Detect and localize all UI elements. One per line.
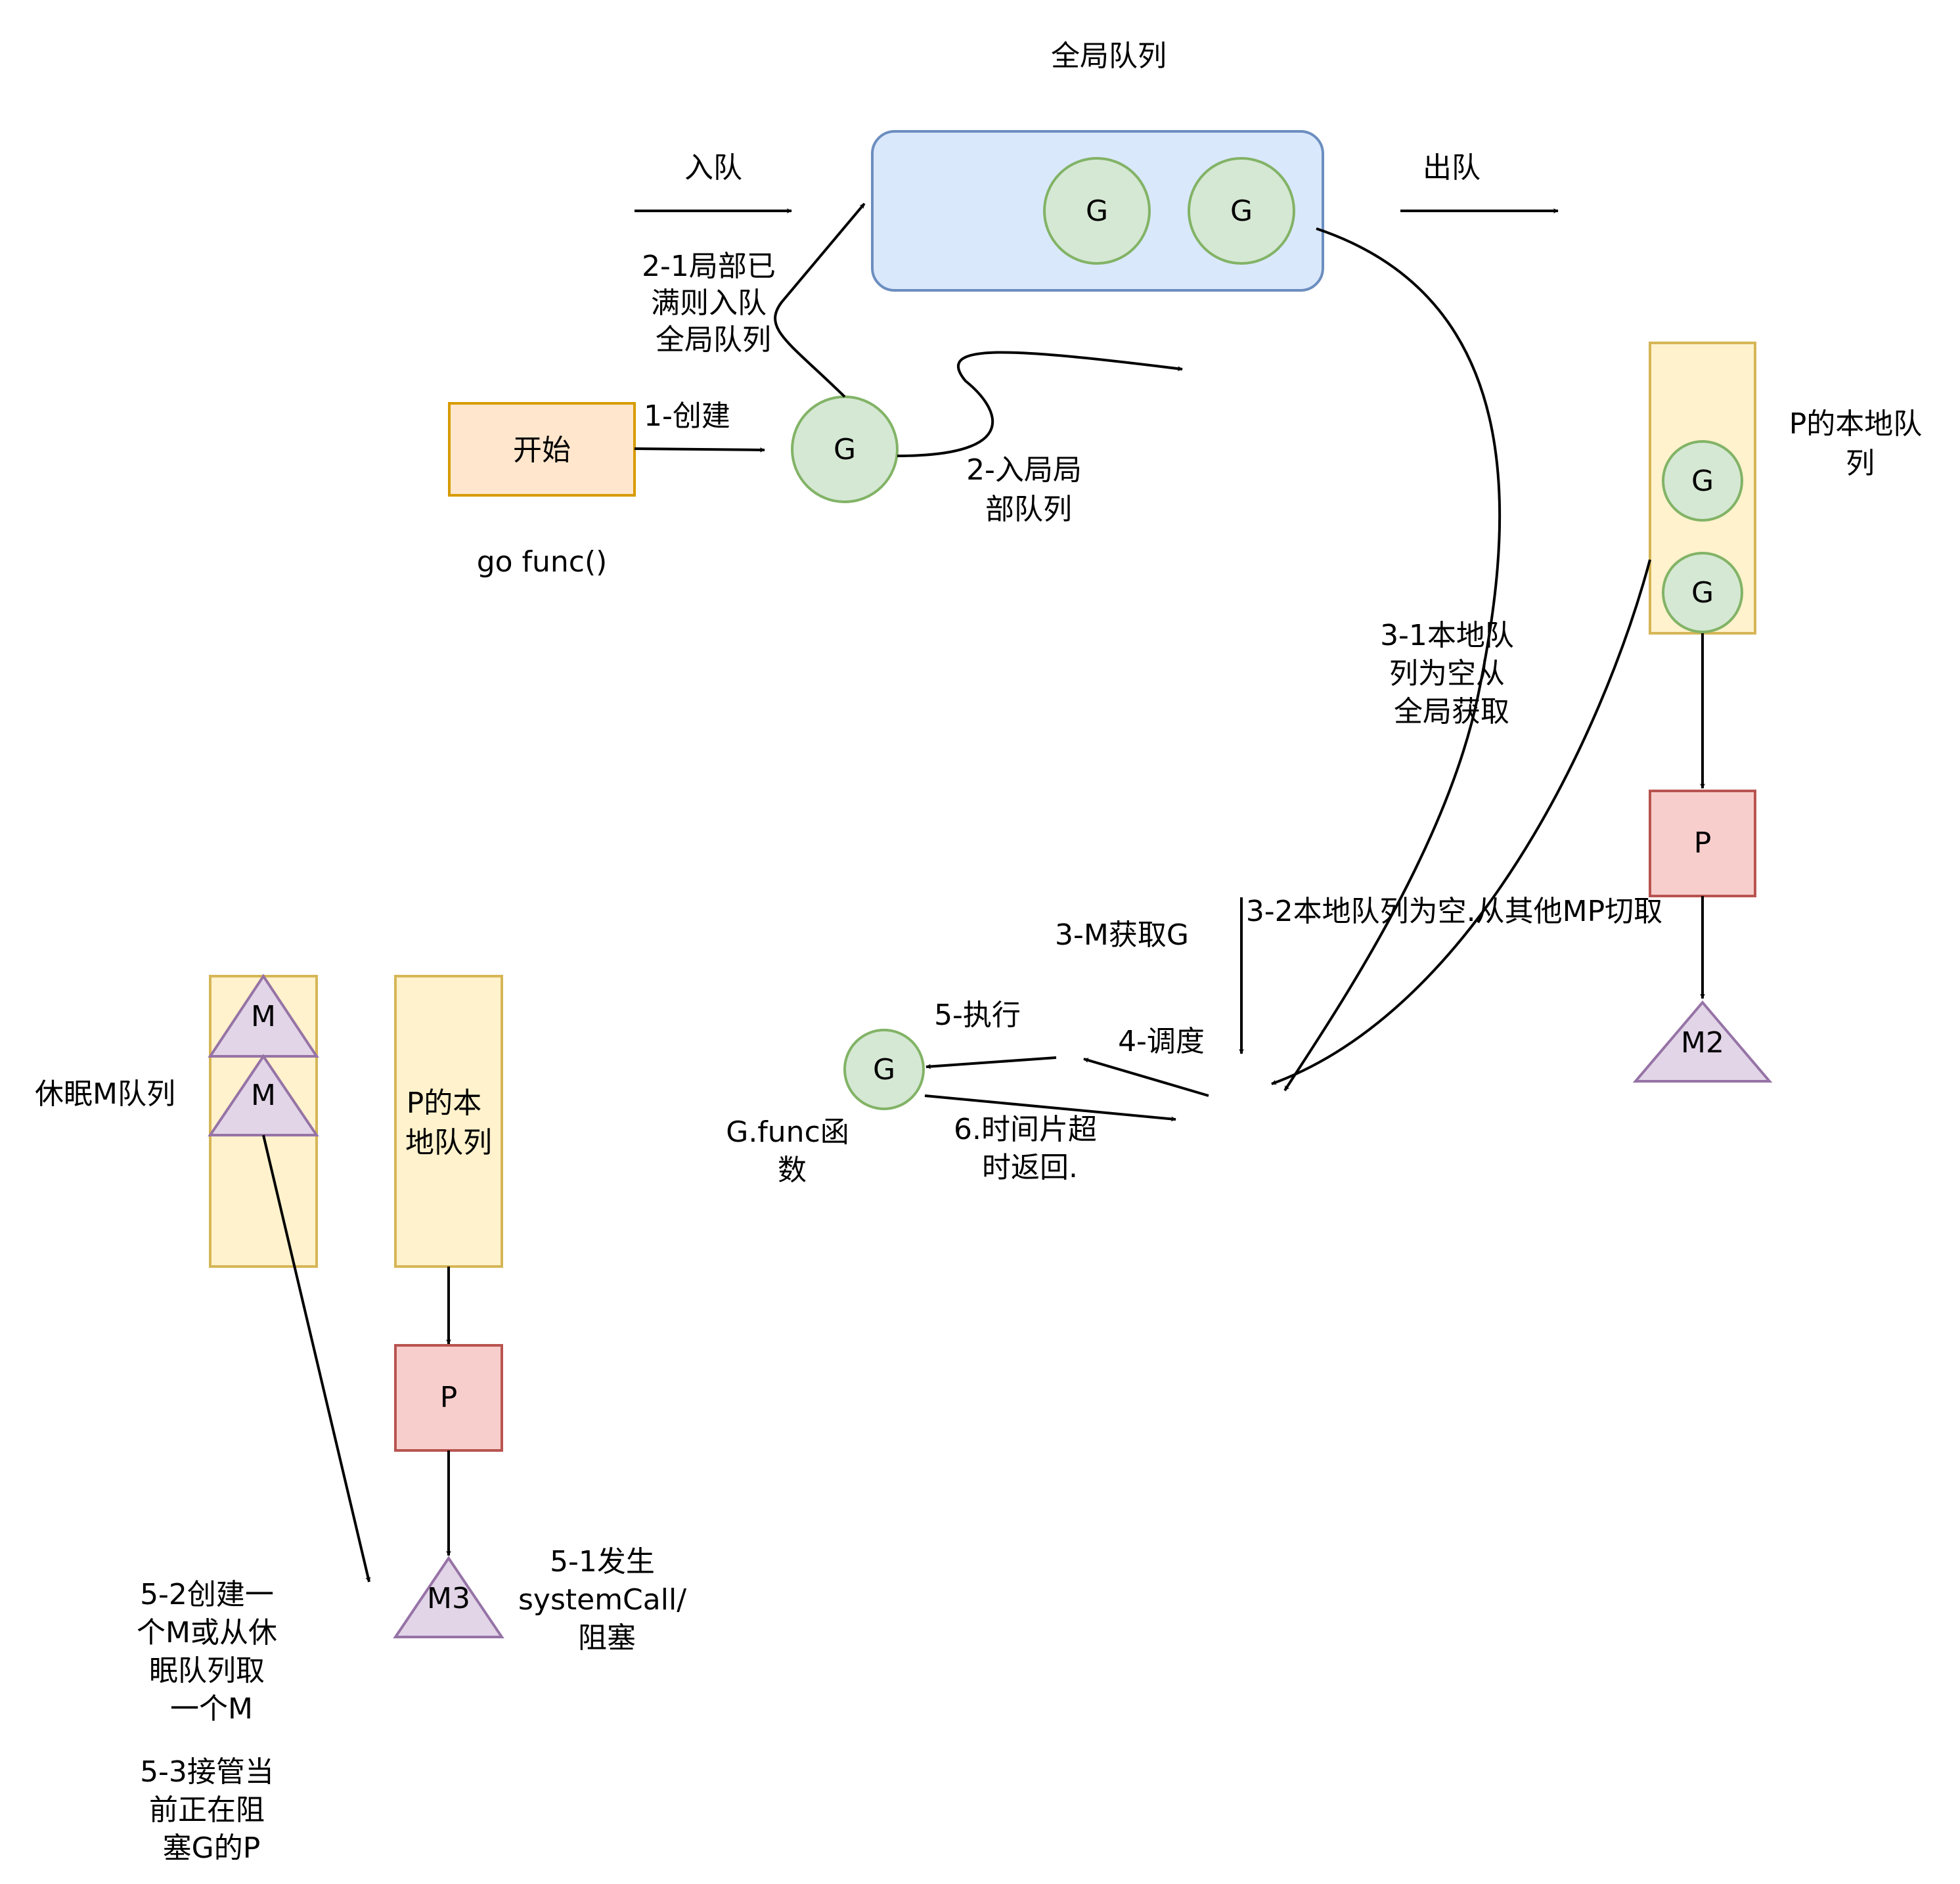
global-to-m-arrow <box>1283 227 1502 1092</box>
exec-g <box>843 1029 925 1110</box>
global-queue-g1 <box>1043 157 1151 265</box>
local-queue-right-g1-label: G <box>1691 464 1714 498</box>
timeout-return-arrow <box>924 1094 1176 1122</box>
sleep-queue-m2-label: M <box>251 1079 276 1112</box>
start-label: 开始 <box>513 434 571 467</box>
p-left-label: P <box>440 1381 458 1414</box>
global-queue-g1-label: G <box>1086 194 1108 228</box>
enqueue-label: 入队 <box>684 151 742 185</box>
global-queue-g2 <box>1188 157 1295 265</box>
m2-triangle <box>1632 1000 1773 1083</box>
global-queue-g2-label: G <box>1230 194 1253 228</box>
exec-g-caption: G.func函 数 <box>726 1115 858 1187</box>
step-5-1-label: 5-1发生 systemCall/ 阻塞 <box>518 1545 696 1655</box>
local-queue-right-title: P的本地队 列 <box>1789 407 1932 480</box>
step-5-2-label: 5-2创建一 个M或从休 眠队列取 一个M <box>137 1578 286 1726</box>
local-queue-left-title: P的本 地队列 <box>405 1087 492 1159</box>
dequeue-label: 出队 <box>1423 151 1481 185</box>
step-1-label: 1-创建 <box>644 399 730 433</box>
step-2-label: 2-入局局 部队列 <box>966 453 1091 526</box>
schedule-arrow <box>1083 1058 1209 1097</box>
local-queue-right-g1 <box>1662 440 1743 522</box>
step-4-label: 4-调度 <box>1118 1025 1205 1058</box>
new-g-label: G <box>834 433 856 466</box>
step-3-1-label: 3-1本地队 列为空从 全局获取 <box>1380 619 1523 729</box>
p-left-box <box>394 1344 503 1452</box>
exec-g-label: G <box>873 1053 895 1087</box>
step-3-m-label: 3-M获取G <box>1055 918 1189 952</box>
create-arrow <box>634 447 765 453</box>
execute-arrow <box>925 1056 1057 1069</box>
p-right-box <box>1649 790 1756 897</box>
m3-triangle <box>393 1556 504 1638</box>
to-global-queue-arrow <box>774 202 866 398</box>
m3-label: M3 <box>427 1582 470 1615</box>
step-3-2-label: 3-2本地队列为空.从其他MP切取 <box>1246 895 1662 928</box>
sleep-m-takeover-arrow <box>262 1134 371 1582</box>
sleep-queue-m1-label: M <box>251 1000 276 1033</box>
step-6-label: 6.时间片超 时返回. <box>954 1113 1106 1184</box>
step-2-1-label: 2-1局部已 满则入队 全局队列 <box>642 250 785 357</box>
m2-label: M2 <box>1681 1026 1724 1060</box>
start-box <box>448 402 636 497</box>
local-queue-right-g2-label: G <box>1691 576 1714 610</box>
sleep-queue-title: 休眠M队列 <box>35 1077 175 1111</box>
local-queue-right-g2 <box>1662 552 1743 633</box>
step-5-3-label: 5-3接管当 前正在阻 塞G的P <box>140 1755 283 1865</box>
global-queue-title: 全局队列 <box>1051 39 1167 73</box>
start-caption: go func() <box>477 545 608 579</box>
step-5-label: 5-执行 <box>934 998 1021 1032</box>
p-right-label: P <box>1694 826 1712 860</box>
local-queue-left-box <box>394 975 503 1268</box>
to-local-queue-arrow <box>897 351 1183 457</box>
steal-arrow <box>1271 559 1651 1085</box>
